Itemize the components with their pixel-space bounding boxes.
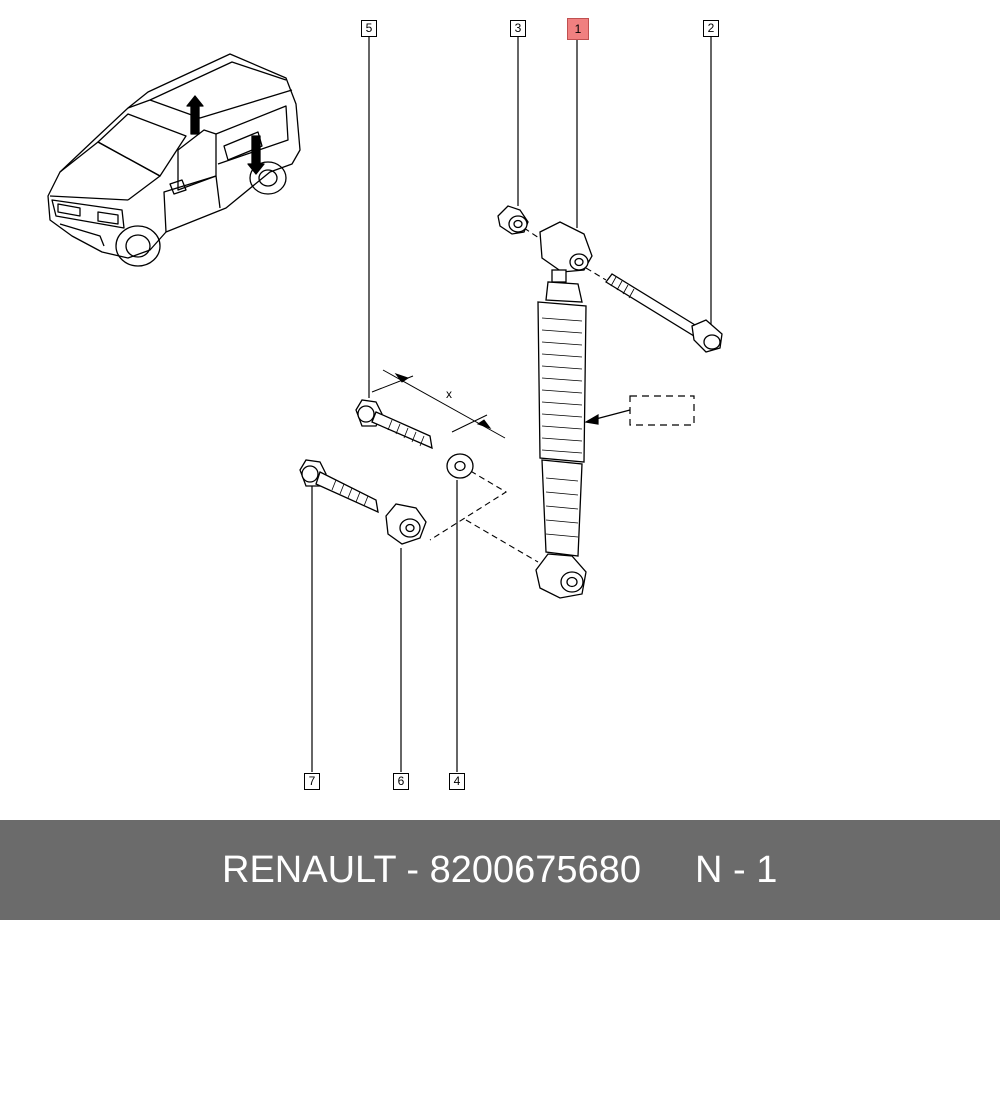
callout-7: 7 — [304, 773, 320, 790]
part-5-bolt — [355, 399, 433, 450]
part-4-washer — [446, 453, 474, 479]
part-7-bolt — [299, 459, 379, 514]
leader-lines — [311, 37, 712, 772]
part-2-top-bolt — [605, 273, 723, 353]
dimension-x — [371, 369, 506, 439]
callout-2: 2 — [703, 20, 719, 37]
vehicle-illustration — [47, 53, 301, 267]
part-3-bushing — [497, 205, 529, 235]
reference-box — [629, 395, 695, 426]
callout-5: 5 — [361, 20, 377, 37]
part-1-shock-absorber — [535, 221, 593, 599]
callout-6: 6 — [393, 773, 409, 790]
diagram-reference: N - 1 — [695, 849, 778, 891]
dimension-x-label: x — [446, 387, 452, 401]
footer-bar: RENAULT - 8200675680 N - 1 — [0, 820, 1000, 920]
brand-part-number: RENAULT - 8200675680 — [222, 849, 641, 891]
callout-4: 4 — [449, 773, 465, 790]
callout-1-highlighted: 1 — [567, 18, 589, 40]
reference-arrow — [584, 409, 631, 425]
exploded-parts-diagram: x — [47, 37, 723, 772]
part-6-spacer — [385, 503, 427, 545]
callout-3: 3 — [510, 20, 526, 37]
assembly-guides — [429, 227, 607, 563]
